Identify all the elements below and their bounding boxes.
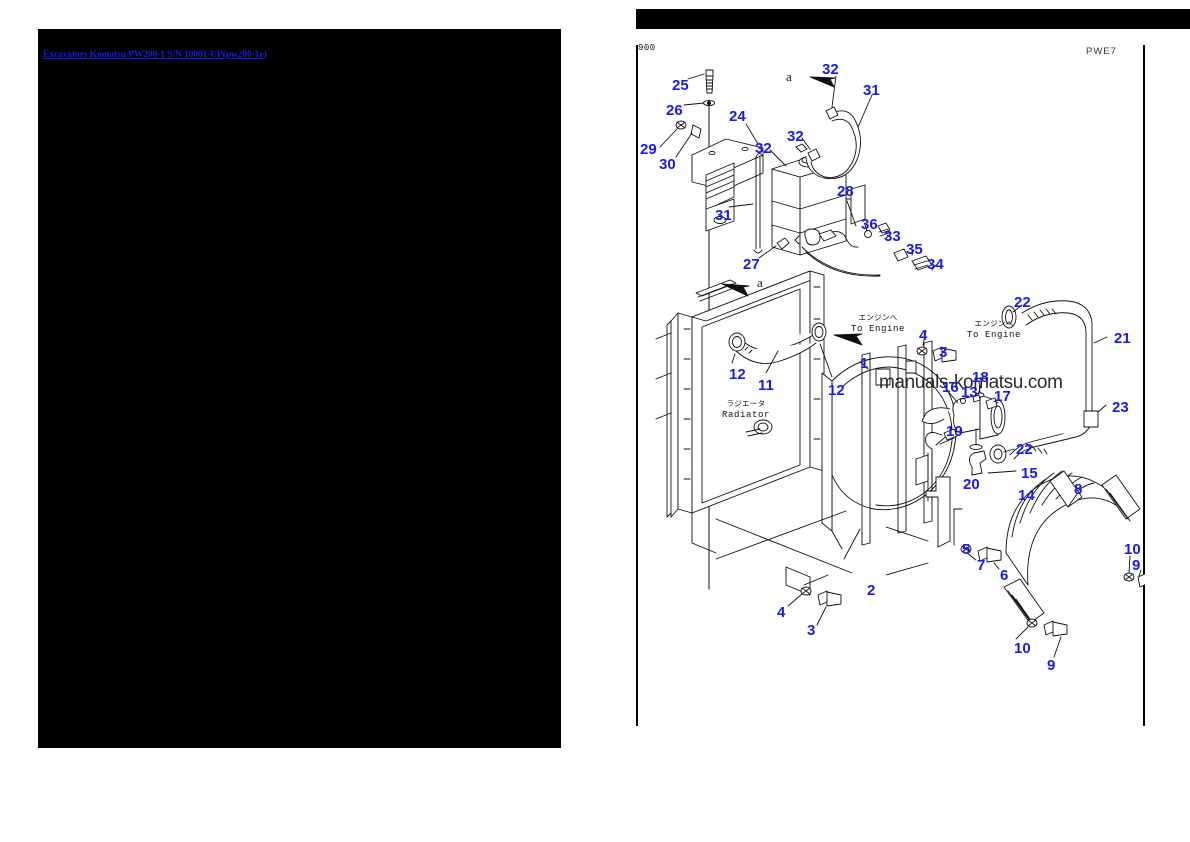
- callout-number-14[interactable]: 14: [1018, 487, 1035, 504]
- bracket-group-5-6-7: [885, 476, 1002, 576]
- callout-number-29[interactable]: 29: [640, 141, 657, 158]
- annotation-to-engine-2-jp: エンジンへ: [974, 321, 1014, 329]
- coolant-outlet-assembly: [921, 304, 1023, 502]
- callout-number-1[interactable]: 1: [860, 355, 869, 372]
- callout-number-9[interactable]: 9: [1132, 557, 1141, 574]
- page-code-label: 900: [638, 43, 656, 53]
- callout-number-11[interactable]: 11: [758, 377, 774, 394]
- callout-number-28[interactable]: 28: [837, 183, 854, 200]
- callout-number-27[interactable]: 27: [743, 256, 760, 273]
- callout-number-10[interactable]: 10: [1014, 640, 1031, 657]
- callout-number-31[interactable]: 31: [863, 82, 880, 99]
- fan-guard-8: [1003, 470, 1145, 658]
- callout-number-9[interactable]: 9: [1047, 657, 1056, 674]
- callout-number-12[interactable]: 12: [729, 366, 746, 383]
- callout-number-35[interactable]: 35: [906, 241, 923, 258]
- callout-number-33[interactable]: 33: [884, 228, 901, 245]
- exploded-parts-drawing: [655, 69, 1145, 658]
- callout-number-22[interactable]: 22: [1014, 294, 1031, 311]
- upper-hose-21: [1009, 300, 1108, 460]
- annotation-radiator-en: Radiator: [722, 409, 771, 420]
- radiator-core-assembly: [655, 270, 863, 518]
- callout-number-2[interactable]: 2: [867, 582, 876, 599]
- document-preview-panel: Excavators Komatsu PW200-1 S/N 10001-UP(…: [38, 29, 561, 748]
- callout-number-4[interactable]: 4: [919, 327, 928, 344]
- diagram-right-border: [1143, 45, 1145, 726]
- sender-harness-group: [794, 184, 937, 277]
- annotation-radiator: ラジエータ Radiator: [722, 401, 770, 420]
- callout-number-10[interactable]: 10: [1124, 541, 1141, 558]
- callout-number-15[interactable]: 15: [1021, 465, 1038, 482]
- callout-number-13[interactable]: 13: [961, 384, 978, 401]
- annotation-to-engine-2: エンジンへ To Engine: [967, 321, 1021, 340]
- annotation-radiator-jp: ラジエータ: [726, 401, 766, 409]
- callout-number-25[interactable]: 25: [672, 77, 689, 94]
- callout-number-5[interactable]: 5: [962, 541, 971, 558]
- callout-number-32[interactable]: 32: [787, 128, 804, 145]
- callout-number-24[interactable]: 24: [729, 108, 746, 125]
- annotation-to-engine-1-jp: エンジンへ: [858, 315, 898, 323]
- callout-number-7[interactable]: 7: [977, 557, 986, 574]
- callout-number-32[interactable]: 32: [755, 140, 772, 157]
- mounting-bracket-24: [691, 123, 764, 232]
- sheet-code-label: PWE7: [1086, 46, 1117, 57]
- parts-diagram-panel: 900 PWE7: [636, 9, 1190, 726]
- section-marker-a-top: a: [786, 69, 792, 84]
- document-title-link[interactable]: Excavators Komatsu PW200-1 S/N 10001-UP(…: [43, 50, 267, 60]
- callout-number-21[interactable]: 21: [1114, 330, 1131, 347]
- callout-number-20[interactable]: 20: [963, 476, 980, 493]
- callout-number-32[interactable]: 32: [822, 61, 839, 78]
- callout-number-3[interactable]: 3: [939, 344, 948, 361]
- annotation-to-engine-1-en: To Engine: [851, 323, 906, 334]
- annotation-to-engine-2-en: To Engine: [967, 329, 1022, 340]
- callout-number-23[interactable]: 23: [1112, 399, 1129, 416]
- callout-number-17[interactable]: 17: [994, 388, 1011, 405]
- callout-number-30[interactable]: 30: [659, 156, 676, 173]
- callout-number-19[interactable]: 19: [946, 423, 963, 440]
- bolt-group-upper-right: [916, 330, 957, 363]
- callout-number-34[interactable]: 34: [927, 256, 944, 273]
- section-marker-a-mid: a: [757, 275, 763, 290]
- callout-number-22[interactable]: 22: [1016, 441, 1033, 458]
- site-watermark: manuals-komatsu.com: [879, 372, 1063, 393]
- callout-number-18[interactable]: 18: [972, 369, 989, 386]
- callout-number-6[interactable]: 6: [1000, 567, 1009, 584]
- callout-number-8[interactable]: 8: [1074, 481, 1083, 498]
- callout-number-12[interactable]: 12: [828, 382, 845, 399]
- callout-number-36[interactable]: 36: [861, 216, 878, 233]
- callout-number-16[interactable]: 16: [942, 379, 959, 396]
- annotation-to-engine-1: エンジンへ To Engine: [851, 315, 905, 334]
- fan-shroud-assembly: [691, 340, 957, 596]
- callout-number-31[interactable]: 31: [715, 207, 732, 224]
- callout-number-26[interactable]: 26: [666, 102, 683, 119]
- diagram-left-border: [636, 45, 638, 726]
- diagram-top-bar: [636, 9, 1190, 29]
- callout-number-4[interactable]: 4: [777, 604, 786, 621]
- bolt-group-lower-left: [787, 586, 842, 626]
- callout-number-3[interactable]: 3: [807, 622, 816, 639]
